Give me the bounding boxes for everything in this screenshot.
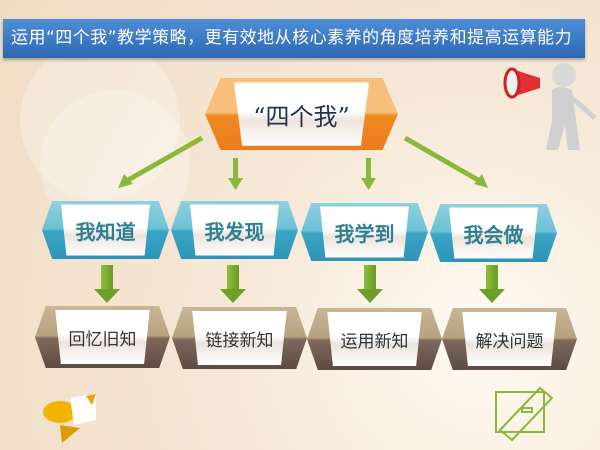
connector-left [126, 135, 204, 183]
connector-center-left [233, 158, 238, 178]
down-arrow-icon [94, 265, 120, 303]
result-box-3: 运用新知 [307, 308, 442, 370]
result-box-2: 链接新知 [172, 307, 307, 369]
down-arrow-icon [479, 265, 505, 303]
result-box-inner: 解决问题 [462, 311, 557, 367]
down-arrow-icon [357, 265, 383, 303]
step-box-4: 我会做 [430, 204, 557, 262]
arrowhead-icon [474, 174, 488, 188]
arrowhead-icon [220, 289, 246, 303]
center-box-inner: “四个我” [233, 82, 370, 146]
notebook-pen-icon [495, 386, 554, 442]
slide-title: 运用“四个我”教学策略，更有效地从核心素养的角度培养和提高运算能力 [3, 19, 585, 58]
arrowhead-icon [118, 174, 133, 188]
connector-center-right [366, 158, 371, 178]
down-arrow-icon [220, 265, 246, 303]
arrow-shaft [101, 265, 113, 291]
arrow-shaft [364, 265, 376, 291]
step-label: 我发现 [204, 219, 265, 244]
result-box-4: 解决问题 [442, 308, 577, 370]
result-label: 运用新知 [340, 331, 409, 352]
step-label: 我会做 [463, 222, 524, 247]
step-box-2: 我发现 [171, 201, 298, 259]
arrow-shaft [227, 265, 239, 291]
step-box-3: 我学到 [301, 203, 428, 261]
center-box: “四个我” [205, 78, 398, 150]
result-box-1: 回忆旧知 [35, 306, 170, 368]
step-box-inner: 我学到 [320, 206, 409, 258]
step-box-inner: 我发现 [190, 204, 279, 256]
result-box-inner: 运用新知 [327, 311, 422, 367]
result-label: 链接新知 [205, 330, 274, 351]
result-label: 回忆旧知 [68, 329, 137, 350]
result-label: 解决问题 [475, 331, 544, 352]
arrowhead-icon [361, 178, 376, 190]
background-bokeh [20, 40, 180, 200]
step-box-inner: 我会做 [449, 207, 538, 259]
connector-right [403, 135, 480, 183]
arrowhead-icon [228, 178, 243, 190]
arrowhead-icon [479, 289, 505, 303]
pencil-icon [43, 394, 96, 443]
result-box-inner: 链接新知 [192, 310, 287, 366]
step-box-1: 我知道 [42, 201, 169, 259]
center-label: “四个我” [253, 102, 350, 131]
arrow-shaft [486, 265, 498, 291]
step-label: 我学到 [334, 221, 395, 246]
arrowhead-icon [357, 289, 383, 303]
megaphone-person-icon [503, 63, 597, 150]
step-box-inner: 我知道 [61, 204, 150, 256]
arrowhead-icon [94, 289, 120, 303]
step-label: 我知道 [75, 219, 136, 244]
result-box-inner: 回忆旧知 [55, 309, 150, 365]
